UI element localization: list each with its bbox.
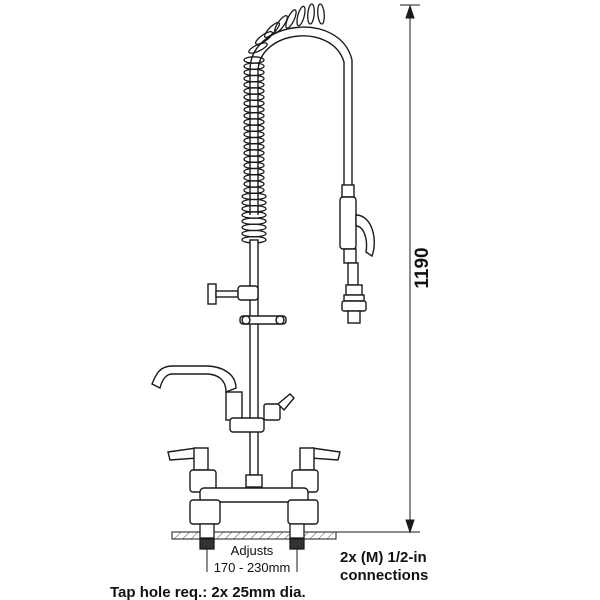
coil-spring — [241, 3, 325, 244]
spring-coil — [243, 149, 265, 157]
spring-coil — [241, 192, 267, 201]
riser-pipe — [207, 239, 287, 476]
spring-coil — [243, 74, 265, 83]
countertop — [171, 531, 337, 540]
spring-coil — [241, 217, 267, 226]
spring-coil — [243, 111, 265, 120]
spring-coil — [307, 3, 315, 25]
spring-coil — [243, 80, 265, 89]
spring-coil — [263, 21, 281, 39]
spring-coil — [243, 118, 265, 126]
spring-coil — [243, 99, 265, 108]
spring-coil — [243, 93, 265, 102]
spring-coil — [243, 68, 265, 77]
spring-coil — [243, 180, 265, 188]
spring-coil — [241, 211, 267, 219]
tap-hole-label: Tap hole req.: 2x 25mm dia. — [110, 584, 306, 600]
spring-coil — [243, 173, 265, 182]
spring-coil — [317, 3, 325, 25]
spring-coil — [243, 105, 265, 114]
spring-coil — [241, 198, 267, 207]
spring-coil — [296, 5, 306, 27]
swing-spout — [151, 365, 295, 433]
spring-coil — [243, 130, 265, 139]
adjusts-range-label: 170 - 230mm — [214, 560, 291, 575]
spring-coil — [285, 9, 297, 29]
spring-coil — [243, 167, 265, 176]
spring-coil — [243, 62, 265, 71]
spring-coil — [243, 186, 265, 195]
height-dimension-label: 1190 — [412, 247, 433, 288]
connections-label-line1: 2x (M) 1/2-in — [340, 549, 427, 566]
spring-coil — [248, 42, 268, 54]
spring-coil — [241, 229, 267, 238]
spray-gun — [339, 184, 375, 324]
spring-coil — [243, 124, 265, 133]
spring-coil — [243, 56, 265, 64]
adjusts-dimension-line — [206, 549, 298, 572]
connections-label-line2: connections — [340, 567, 428, 584]
adjusts-label: Adjusts — [231, 543, 274, 558]
flexible-hose — [249, 26, 353, 215]
spring-coil — [241, 223, 267, 232]
spring-coil — [243, 161, 265, 170]
spring-coil — [243, 155, 265, 164]
spring-coil — [243, 142, 265, 151]
spring-coil — [254, 31, 274, 45]
spring-coil — [241, 204, 267, 213]
deck-mount-body — [167, 447, 341, 525]
spring-coil — [243, 87, 265, 95]
spring-coil — [243, 136, 265, 145]
spring-coil — [274, 14, 288, 34]
height-dimension-line — [336, 4, 420, 534]
